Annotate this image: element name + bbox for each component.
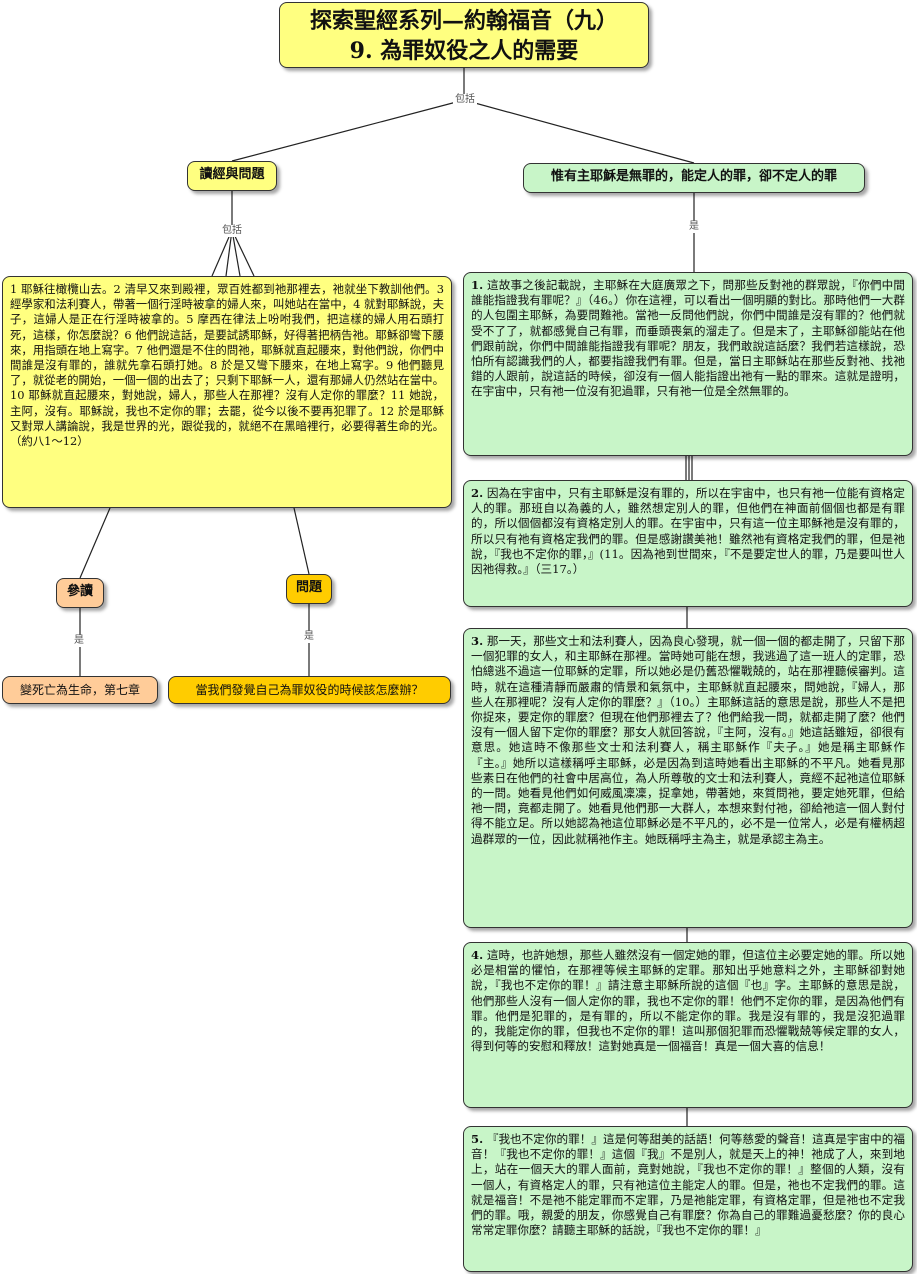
connector-to-reference (79, 507, 111, 579)
point-5-node[interactable]: 5. 『我也不定你的罪！』這是何等甜美的話語！何等慈愛的聲音！這真是宇宙中的福音… (463, 1126, 913, 1272)
point-4-text: 這時，也許她想，那些人雖然沒有一個定她的罪，但這位主必要定她的罪。所以她必是相當… (471, 948, 905, 1054)
sinless-lord-node[interactable]: 惟有主耶穌是無罪的，能定人的罪，卻不定人的罪 (523, 163, 865, 193)
root-title-line1: 探索聖經系列—約翰福音（九） (309, 8, 618, 34)
root-topic[interactable]: 探索聖經系列—約翰福音（九） 9. 為罪奴役之人的需要 (279, 2, 649, 68)
question-text-node[interactable]: 當我們發覺自己為罪奴役的時候該怎麼辦？ (168, 676, 451, 704)
root-title-line2: 9. 為罪奴役之人的需要 (349, 38, 579, 64)
reference-book-node[interactable]: 變死亡為生命，第七章 (2, 676, 158, 704)
point-5-text: 『我也不定你的罪！』這是何等甜美的話語！何等慈愛的聲音！這真是宇宙中的福音！『我… (471, 1132, 905, 1238)
point-4-node[interactable]: 4. 這時，也許她想，那些人雖然沒有一個定她的罪，但這位主必要定她的罪。所以她必… (463, 942, 913, 1108)
point-1-text: 這故事之後記載說，主耶穌在大庭廣眾之下，問那些反對祂的群眾說，『你們中間誰能指證… (471, 278, 906, 399)
point-1-number: 1. (471, 278, 484, 292)
link-label-left: 包括 (220, 225, 244, 237)
connector-root-left (231, 99, 465, 162)
question-label: 問題 (295, 580, 322, 595)
link-label-question: 是 (302, 631, 316, 643)
question-text: 當我們發覺自己為罪奴役的時候該怎麼辦？ (195, 683, 424, 697)
reference-book-text: 變死亡為生命，第七章 (19, 683, 140, 697)
connector-to-question (293, 507, 310, 575)
reference-label: 參讀 (66, 584, 93, 599)
reading-and-questions-node[interactable]: 讀經與問題 (187, 161, 277, 191)
connector-left-fan1 (211, 229, 233, 277)
link-label-right: 是 (687, 221, 701, 233)
connector-left-fan3 (231, 229, 241, 277)
connector-left-fan4 (231, 229, 255, 277)
reference-node[interactable]: 參讀 (56, 578, 104, 608)
point-1-node[interactable]: 1. 這故事之後記載說，主耶穌在大庭廣眾之下，問那些反對祂的群眾說，『你們中間誰… (463, 272, 913, 456)
point-3-number: 3. (471, 634, 484, 648)
link-label-reference: 是 (72, 635, 86, 647)
sinless-lord-label: 惟有主耶穌是無罪的，能定人的罪，卻不定人的罪 (550, 169, 837, 184)
point-2-node[interactable]: 2. 因為在宇宙中，只有主耶穌是沒有罪的，所以在宇宙中，也只有祂一位能有資格定人… (463, 480, 913, 607)
point-5-number: 5. (471, 1132, 484, 1146)
point-4-number: 4. (471, 948, 484, 962)
reading-and-questions-label: 讀經與問題 (199, 167, 265, 182)
point-2-number: 2. (471, 486, 484, 500)
point-3-text: 那一天，那些文士和法利賽人，因為良心發現，就一個一個的都走開了，只留下那一個犯罪… (471, 634, 905, 846)
connector-left-fan2 (225, 229, 233, 277)
question-node[interactable]: 問題 (286, 574, 332, 604)
point-2-text: 因為在宇宙中，只有主耶穌是沒有罪的，所以在宇宙中，也只有祂一位能有資格定人的罪。… (471, 486, 905, 577)
connector-root-right (463, 99, 695, 164)
scripture-passage-node[interactable]: 1 耶穌往橄欖山去。2 清早又來到殿裡，眾百姓都到祂那裡去，祂就坐下教訓他們。3… (2, 276, 452, 508)
scripture-passage-text: 1 耶穌往橄欖山去。2 清早又來到殿裡，眾百姓都到祂那裡去，祂就坐下教訓他們。3… (10, 282, 444, 449)
point-3-node[interactable]: 3. 那一天，那些文士和法利賽人，因為良心發現，就一個一個的都走開了，只留下那一… (463, 628, 913, 928)
link-label-root: 包括 (453, 94, 477, 106)
